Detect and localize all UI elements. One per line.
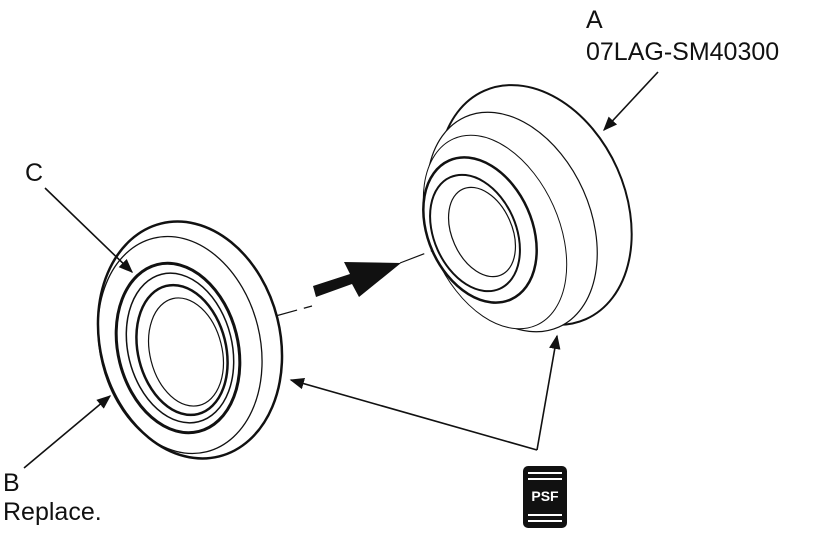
leader-line-c	[44, 187, 134, 274]
label-a-letter: A	[586, 6, 603, 34]
oil-seal-b	[96, 220, 284, 460]
label-a-part-number: 07LAG-SM40300	[586, 38, 780, 66]
install-direction-arrow	[313, 262, 401, 297]
leader-line-psf-to-seal	[289, 378, 538, 451]
leader-line-b	[23, 395, 112, 469]
label-b-replace-note: Replace.	[3, 498, 102, 526]
driver-attachment-a	[422, 84, 633, 333]
leader-line-psf-to-attachment	[536, 334, 561, 451]
label-b-letter: B	[3, 469, 20, 497]
leader-line-a	[603, 71, 659, 132]
psf-fluid-icon: PSF	[523, 466, 567, 528]
label-c-letter: C	[25, 159, 44, 187]
psf-icon-text: PSF	[531, 488, 559, 504]
